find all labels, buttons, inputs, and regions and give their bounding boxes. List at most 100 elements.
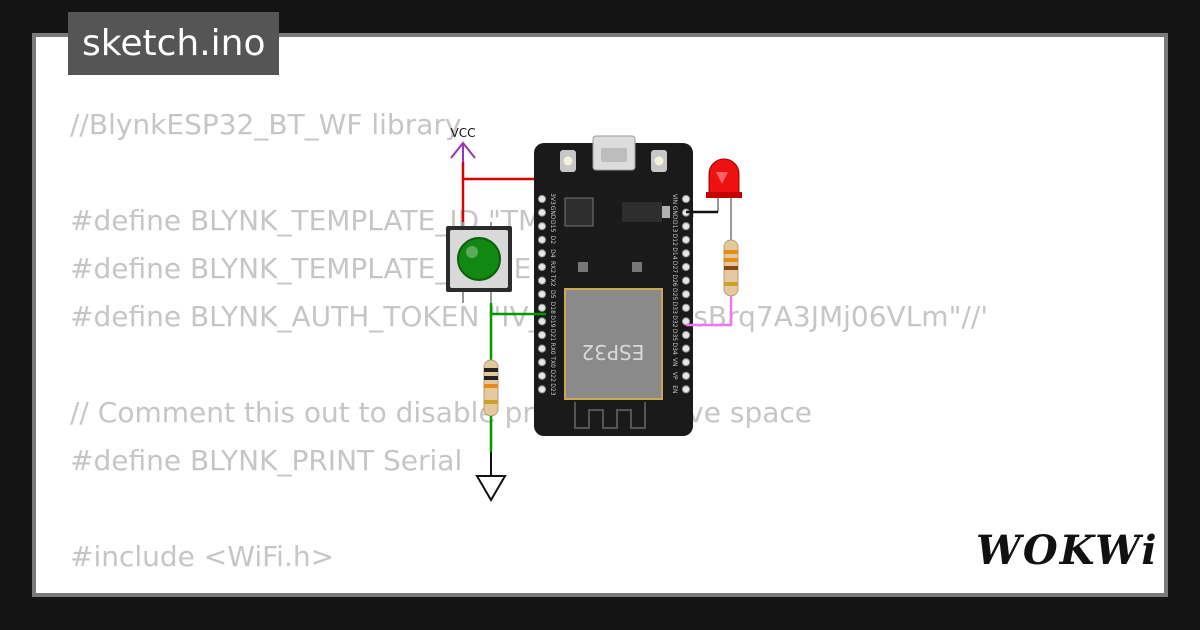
resistor-band bbox=[484, 376, 498, 380]
code-line: // Comment this out to disable prints an… bbox=[70, 396, 813, 429]
pin-label: D12 bbox=[671, 234, 678, 246]
pin-label: D35 bbox=[671, 329, 678, 341]
resistor-band bbox=[724, 282, 738, 286]
header-pin[interactable] bbox=[537, 385, 547, 394]
pin-label: D18 bbox=[549, 302, 556, 314]
header-pin[interactable] bbox=[681, 303, 691, 312]
button-cap-icon[interactable] bbox=[457, 237, 501, 281]
led-rim bbox=[706, 192, 742, 198]
header-pin[interactable] bbox=[681, 385, 691, 394]
button-cap-highlight bbox=[466, 246, 478, 258]
header-pin[interactable] bbox=[537, 344, 547, 353]
header-pin[interactable] bbox=[537, 358, 547, 367]
left-pin-header bbox=[537, 194, 547, 394]
header-pin[interactable] bbox=[681, 330, 691, 340]
header-pin[interactable] bbox=[681, 344, 691, 353]
usb-port-slot bbox=[601, 148, 627, 162]
header-pin[interactable] bbox=[537, 276, 547, 285]
header-pin[interactable] bbox=[681, 249, 691, 258]
pin-label: D14 bbox=[671, 247, 678, 259]
led-resistor[interactable] bbox=[723, 239, 739, 297]
pin-label: D19 bbox=[549, 315, 556, 327]
pin-label: D26 bbox=[671, 274, 678, 286]
header-pin[interactable] bbox=[681, 194, 691, 204]
pin-label: D13 bbox=[671, 220, 678, 232]
header-pin[interactable] bbox=[681, 262, 691, 272]
left-pin-labels: 3V3 GND D15 D2 D4 RX2 TX2 D5 D18 D19 D21… bbox=[549, 193, 556, 396]
header-pin[interactable] bbox=[537, 303, 547, 312]
preview-card: //BlynkESP32_BT_WF library #define BLYNK_… bbox=[32, 33, 1168, 597]
led-die bbox=[716, 172, 728, 184]
pin-label: GND bbox=[549, 206, 556, 220]
pin-label: D15 bbox=[549, 220, 556, 232]
smd-component bbox=[578, 262, 588, 272]
vcc-wire[interactable] bbox=[461, 162, 543, 198]
header-pin[interactable] bbox=[537, 317, 547, 326]
en-button-cap bbox=[654, 156, 664, 166]
pin-label: D21 bbox=[549, 329, 556, 341]
header-pin[interactable] bbox=[681, 290, 691, 299]
code-line: #include <WiFi.h> bbox=[70, 540, 335, 573]
header-pin[interactable] bbox=[681, 371, 691, 380]
pin-label: D25 bbox=[671, 288, 678, 300]
regulator-icon bbox=[622, 202, 662, 222]
header-pin[interactable] bbox=[537, 330, 547, 340]
header-pin[interactable] bbox=[681, 276, 691, 285]
file-tab[interactable]: sketch.ino bbox=[68, 12, 280, 75]
pin-label: TX2 bbox=[549, 274, 556, 287]
pin-label: 3V3 bbox=[549, 193, 556, 205]
red-led[interactable] bbox=[706, 158, 742, 242]
header-pin[interactable] bbox=[537, 235, 547, 244]
pin-label: D22 bbox=[549, 370, 556, 382]
pin-label: RX2 bbox=[549, 261, 556, 273]
boot-button-cap bbox=[563, 156, 573, 166]
esp32-module bbox=[564, 288, 663, 400]
pin-label: D5 bbox=[549, 290, 556, 299]
pin-label: VIN bbox=[671, 194, 678, 204]
smd-component bbox=[632, 262, 642, 272]
resistor-band bbox=[724, 258, 738, 262]
pin-label: VP bbox=[671, 372, 678, 380]
resistor-band bbox=[484, 368, 498, 372]
pin-label: D4 bbox=[549, 249, 556, 258]
antenna-icon bbox=[574, 402, 646, 429]
resistor-band bbox=[484, 384, 498, 388]
usb-chip-icon bbox=[564, 197, 594, 227]
header-pin[interactable] bbox=[537, 262, 547, 272]
pin-label: D23 bbox=[549, 383, 556, 395]
header-pin[interactable] bbox=[537, 194, 547, 204]
esp32-board[interactable]: ESP32 3V3 GND D15 D2 D4 RX2 TX2 D5 D18 D… bbox=[534, 135, 693, 436]
resistor-band bbox=[484, 400, 498, 404]
pin-label: D27 bbox=[671, 261, 678, 273]
pushbutton[interactable] bbox=[446, 222, 512, 303]
header-pin[interactable] bbox=[681, 235, 691, 244]
header-pin[interactable] bbox=[537, 249, 547, 258]
pin-label: D2 bbox=[549, 236, 556, 245]
resistor-band bbox=[724, 266, 738, 270]
header-pin[interactable] bbox=[537, 222, 547, 231]
pin-label: VN bbox=[671, 358, 678, 367]
resistor-band bbox=[724, 250, 738, 254]
pin-label: RX0 bbox=[549, 343, 556, 355]
right-pin-labels: VIN GND D13 D12 D14 D27 D26 D25 D33 D32 … bbox=[671, 194, 678, 394]
header-pin[interactable] bbox=[537, 208, 547, 217]
pin-label: D33 bbox=[671, 302, 678, 314]
code-line: #define BLYNK_PRINT Serial bbox=[70, 444, 463, 477]
header-pin[interactable] bbox=[537, 290, 547, 299]
pin-label: D32 bbox=[671, 315, 678, 327]
pulldown-resistor[interactable] bbox=[483, 359, 499, 417]
header-pin[interactable] bbox=[681, 222, 691, 231]
pin-label: EN bbox=[671, 385, 678, 393]
wokwi-logo: WOKWi bbox=[976, 527, 1159, 574]
led-signal-wire[interactable] bbox=[686, 296, 733, 327]
header-pin[interactable] bbox=[537, 371, 547, 380]
pin-label: TX0 bbox=[549, 355, 556, 368]
regulator-tab bbox=[662, 206, 670, 218]
code-line: //BlynkESP32_BT_WF library bbox=[70, 108, 462, 141]
right-pin-header bbox=[681, 194, 691, 394]
code-line: #include <WiFiClient.h> bbox=[70, 581, 988, 593]
ground-icon bbox=[475, 475, 507, 502]
header-pin[interactable] bbox=[681, 358, 691, 367]
pin-label: D34 bbox=[671, 342, 678, 354]
